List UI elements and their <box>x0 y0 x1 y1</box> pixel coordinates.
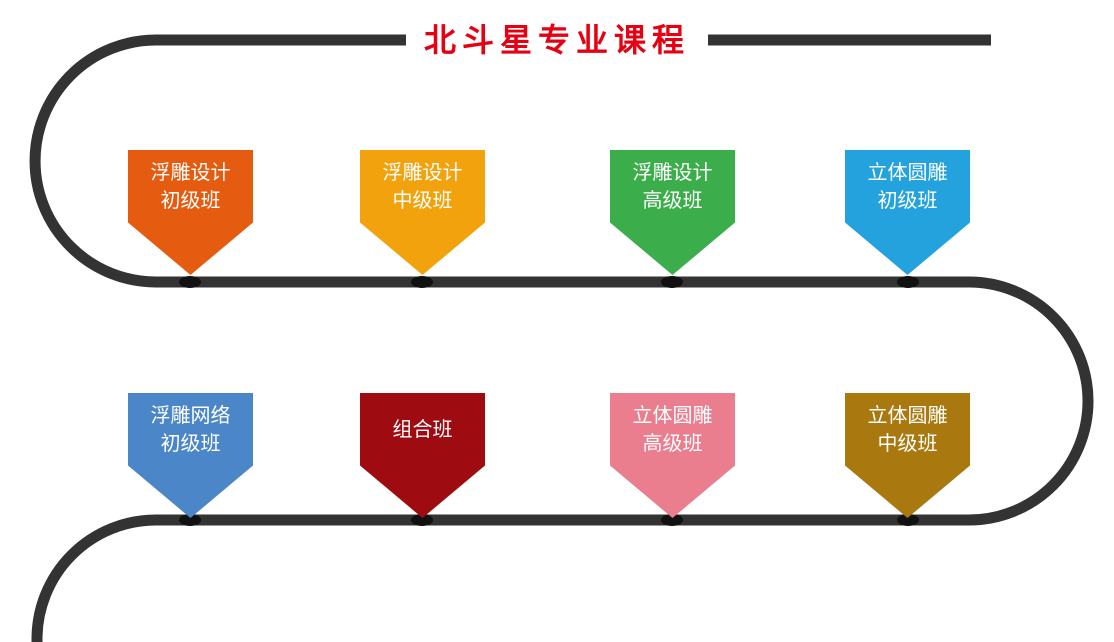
page-title: 北斗星专业课程 <box>405 20 709 60</box>
pin-anchor-dot <box>661 276 683 288</box>
course-label-line2: 初级班 <box>877 188 938 213</box>
pin-anchor-dot <box>411 514 433 526</box>
course-pin-relief-design-beginner: 浮雕设计 初级班 <box>128 150 253 275</box>
course-label-line1: 组合班 <box>392 417 453 442</box>
pin-anchor-dot <box>411 276 433 288</box>
pin-anchor-dot <box>897 514 919 526</box>
course-label-line1: 立体圆雕 <box>867 403 948 428</box>
course-label-line2: 中级班 <box>877 431 938 456</box>
course-label: 立体圆雕 初级班 <box>845 150 970 223</box>
course-label-line1: 浮雕设计 <box>382 160 463 185</box>
course-label-line2: 高级班 <box>642 188 703 213</box>
course-label-line1: 立体圆雕 <box>867 160 948 185</box>
course-label-line1: 浮雕设计 <box>150 160 231 185</box>
course-label: 浮雕设计 初级班 <box>128 150 253 223</box>
pin-anchor-dot <box>897 276 919 288</box>
course-label-line1: 立体圆雕 <box>632 403 713 428</box>
course-label-line2: 初级班 <box>160 431 221 456</box>
course-label: 立体圆雕 中级班 <box>845 393 970 466</box>
snake-path-line <box>29 34 1094 642</box>
course-label: 浮雕设计 中级班 <box>360 150 485 223</box>
pin-anchor-dot <box>661 514 683 526</box>
course-label-line1: 浮雕网络 <box>150 403 231 428</box>
course-label: 组合班 <box>360 393 485 466</box>
course-label: 浮雕网络 初级班 <box>128 393 253 466</box>
pin-anchor-dot <box>179 276 201 288</box>
pin-anchor-dot <box>179 514 201 526</box>
course-label-line2: 高级班 <box>642 431 703 456</box>
course-label-line2: 中级班 <box>392 188 453 213</box>
course-label-line1: 浮雕设计 <box>632 160 713 185</box>
course-label: 立体圆雕 高级班 <box>610 393 735 466</box>
course-label-line2: 初级班 <box>160 188 221 213</box>
course-label: 浮雕设计 高级班 <box>610 150 735 223</box>
